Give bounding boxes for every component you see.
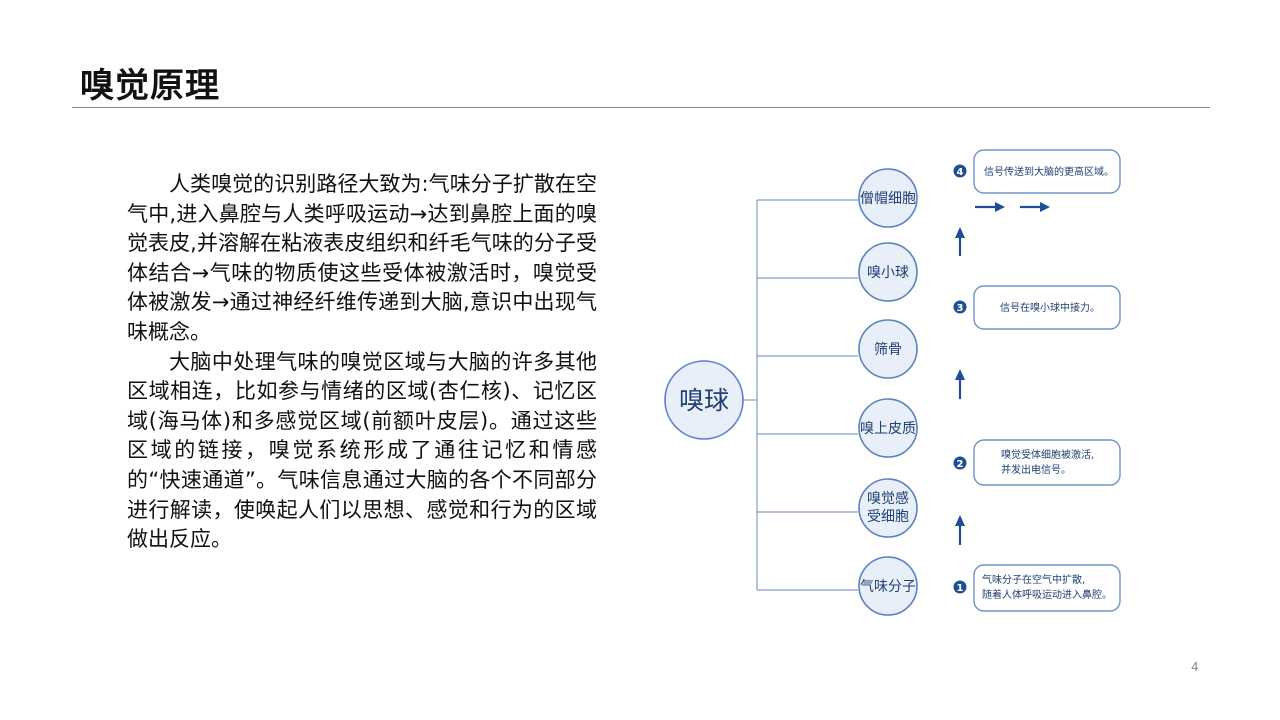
up-arrow-1-to-2 xyxy=(955,515,965,545)
step-box xyxy=(973,149,1121,194)
step-4: 4 信号传送到大脑的更高区域。 xyxy=(953,149,1121,194)
node-odor-molecule: 气味分子 xyxy=(858,556,918,616)
right-arrow-icon xyxy=(1040,202,1050,212)
title-divider xyxy=(72,107,1210,108)
step-badge-number: 1 xyxy=(957,583,964,594)
step-text: 信号传送到大脑的更高区域。 xyxy=(984,165,1114,178)
step-badge-number: 2 xyxy=(957,459,964,470)
node-label-line-2: 受细胞 xyxy=(867,509,909,525)
node-label: 筛骨 xyxy=(874,342,902,358)
page-number: 4 xyxy=(1191,660,1199,674)
main-node-circle xyxy=(664,360,744,440)
step-text: 信号在嗅小球中接力。 xyxy=(1000,301,1100,314)
step-badge xyxy=(953,300,967,314)
node-olfactory-receptor-cell: 嗅觉感 受细胞 xyxy=(858,478,918,538)
body-text: 人类嗅觉的识别路径大致为:气味分子扩散在空气中,进入鼻腔与人类呼吸运动→达到鼻腔… xyxy=(127,170,597,555)
up-arrow-2-to-3 xyxy=(955,369,965,399)
step-text-line-1: 嗅觉受体细胞被激活, xyxy=(1001,448,1094,461)
forward-arrows xyxy=(975,202,1050,212)
node-ethmoid-bone: 筛骨 xyxy=(858,319,918,379)
step-badge xyxy=(953,164,967,178)
step-badge-number: 3 xyxy=(957,303,964,314)
step-2: 2 嗅觉受体细胞被激活, 并发出电信号。 xyxy=(953,439,1121,486)
main-node-label: 嗅球 xyxy=(679,386,729,415)
step-box xyxy=(973,439,1121,486)
node-glomerulus: 嗅小球 xyxy=(858,242,918,302)
up-arrow-3-to-4 xyxy=(955,227,965,256)
main-node-olfactory-bulb: 嗅球 xyxy=(664,360,744,440)
up-arrow-icon xyxy=(955,227,965,238)
up-arrow-icon xyxy=(955,369,965,380)
node-olfactory-epithelium: 嗅上皮质 xyxy=(858,398,918,458)
node-label: 嗅上皮质 xyxy=(860,421,916,437)
slide-title: 嗅觉原理 xyxy=(80,66,220,106)
up-arrow-icon xyxy=(955,515,965,526)
step-3: 3 信号在嗅小球中接力。 xyxy=(953,285,1121,330)
node-label: 僧帽细胞 xyxy=(860,191,916,207)
step-badge xyxy=(953,580,967,594)
step-text-line-1: 气味分子在空气中扩散, xyxy=(982,573,1085,586)
tree-connector xyxy=(742,199,858,591)
node-label: 气味分子 xyxy=(860,579,916,595)
node-mitral-cell: 僧帽细胞 xyxy=(858,168,918,228)
step-badge-number: 4 xyxy=(957,167,964,178)
step-box xyxy=(973,285,1121,330)
node-label-line-1: 嗅觉感 xyxy=(867,490,909,507)
right-arrow-icon xyxy=(995,202,1005,212)
step-1: 1 气味分子在空气中扩散, 随着人体呼吸运动进入鼻腔。 xyxy=(953,564,1121,612)
step-text-line-2: 随着人体呼吸运动进入鼻腔。 xyxy=(982,588,1112,601)
step-text-line-2: 并发出电信号。 xyxy=(1001,463,1071,476)
step-badge xyxy=(953,456,967,470)
step-box xyxy=(973,564,1121,612)
node-label: 嗅小球 xyxy=(867,265,909,281)
paragraph-brain-regions: 大脑中处理气味的嗅觉区域与大脑的许多其他区域相连，比如参与情绪的区域(杏仁核)、… xyxy=(127,349,597,552)
paragraph-recognition-path: 人类嗅觉的识别路径大致为:气味分子扩散在空气中,进入鼻腔与人类呼吸运动→达到鼻腔… xyxy=(127,172,597,344)
